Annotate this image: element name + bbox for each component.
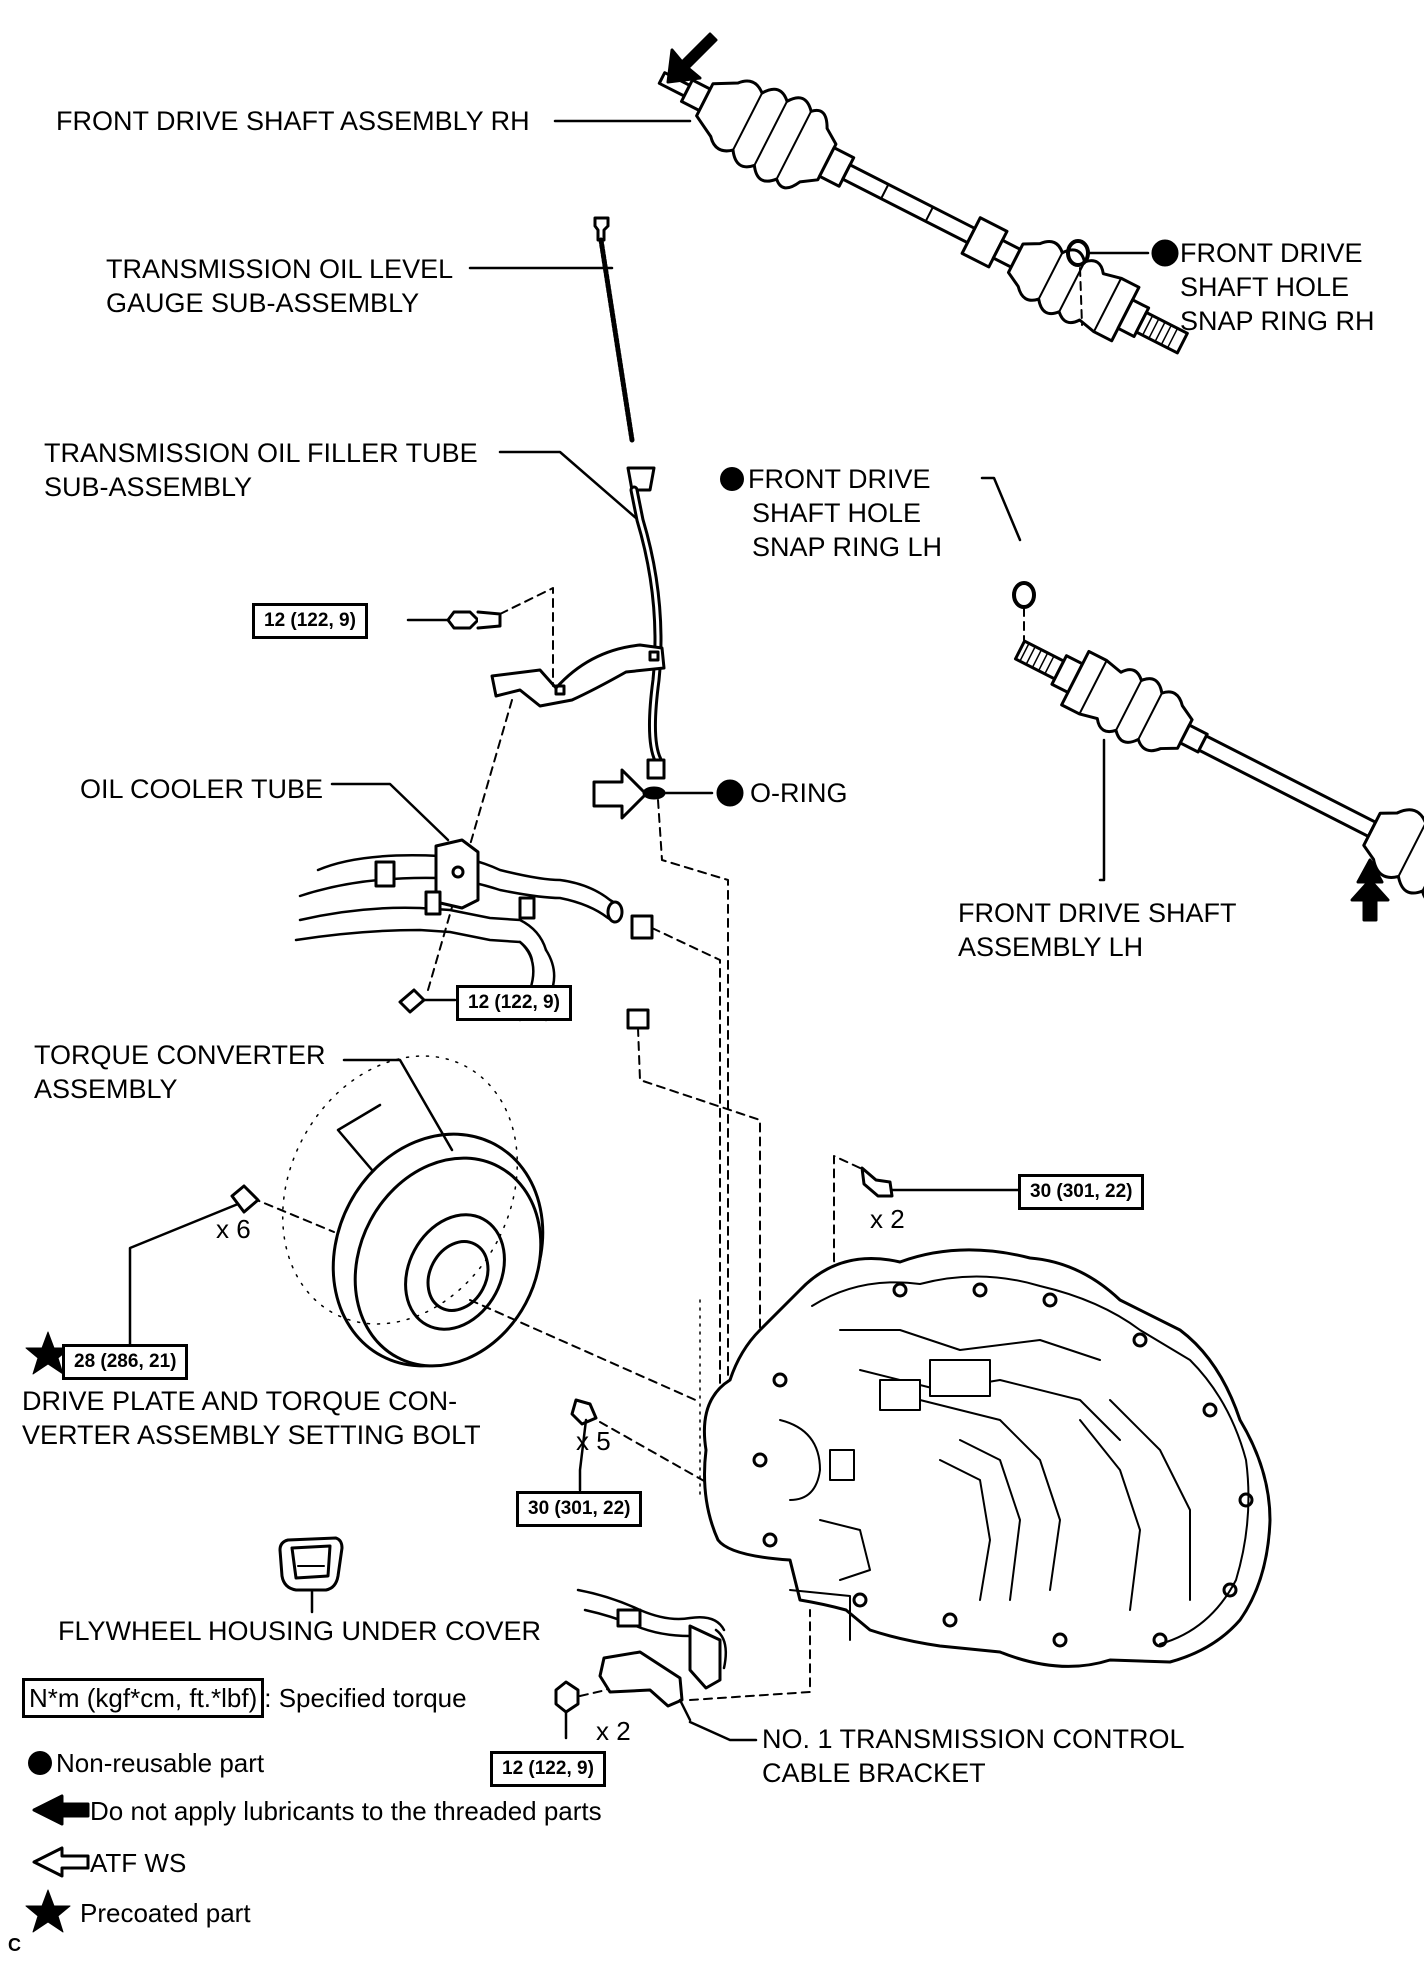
label-line: TRANSMISSION OIL FILLER TUBE: [44, 438, 478, 468]
multiplier-trans-bolt-side: x 5: [576, 1426, 611, 1456]
torque-bracket-bolt: 12 (122, 9): [490, 1751, 606, 1787]
legend-symbols: [25, 1794, 90, 1933]
label-line: FRONT DRIVE: [720, 462, 942, 496]
label-line: ASSEMBLY: [34, 1074, 178, 1104]
drive-shaft-rh-drawing: [553, 32, 1189, 355]
label-line: SHAFT HOLE: [1180, 272, 1350, 302]
label-snap-ring-lh: FRONT DRIVE SHAFT HOLE SNAP RING LH: [720, 462, 942, 564]
non-reusable-dot-icon: [28, 1751, 52, 1775]
drive-shaft-lh-drawing: [980, 476, 1424, 922]
label-line: NO. 1 TRANSMISSION CONTROL: [762, 1724, 1185, 1754]
legend-torque: N*m (kgf*cm, ft.*lbf): Specified torque: [22, 1678, 467, 1718]
torque-filler-tube-bolt: 12 (122, 9): [252, 603, 368, 639]
corner-code: C: [8, 1935, 21, 1955]
label-line: VERTER ASSEMBLY SETTING BOLT: [22, 1420, 481, 1450]
label-torque-converter: TORQUE CONVERTER ASSEMBLY: [34, 1038, 326, 1106]
oil-level-gauge-drawing: [468, 216, 635, 443]
control-cable-bracket-drawing: [576, 1588, 811, 1742]
label-line: SNAP RING LH: [752, 532, 943, 562]
label-oil-filler-tube: TRANSMISSION OIL FILLER TUBE SUB-ASSEMBL…: [44, 436, 478, 504]
legend-torque-text: : Specified torque: [264, 1683, 467, 1713]
label-control-cable-bracket: NO. 1 TRANSMISSION CONTROL CABLE BRACKET: [762, 1722, 1185, 1790]
label-line: FRONT DRIVE: [1180, 238, 1363, 268]
label-drive-shaft-rh: FRONT DRIVE SHAFT ASSEMBLY RH: [56, 106, 530, 136]
label-setting-bolt: DRIVE PLATE AND TORQUE CON- VERTER ASSEM…: [22, 1384, 481, 1452]
legend-non-reusable: Non-reusable part: [28, 1746, 264, 1780]
label-flywheel-cover: FLYWHEEL HOUSING UNDER COVER: [58, 1616, 542, 1646]
multiplier-setting-bolt: x 6: [216, 1214, 251, 1244]
legend-no-lubricant: Do not apply lubricants to the threaded …: [90, 1796, 602, 1826]
flywheel-cover-drawing: [278, 1536, 344, 1614]
oil-cooler-tube-drawing: [294, 782, 771, 1461]
label-line: ASSEMBLY LH: [958, 932, 1144, 962]
torque-setting-bolt: 28 (286, 21): [62, 1344, 189, 1380]
legend-atf: ATF WS: [90, 1848, 187, 1878]
label-line: GAUGE SUB-ASSEMBLY: [106, 288, 420, 318]
legend-non-reusable-text: Non-reusable part: [56, 1748, 265, 1778]
label-line: TORQUE CONVERTER: [34, 1040, 326, 1070]
legend-torque-box: N*m (kgf*cm, ft.*lbf): [22, 1678, 265, 1718]
label-line: SHAFT HOLE: [752, 498, 922, 528]
label-oil-cooler-tube: OIL COOLER TUBE: [80, 774, 324, 804]
torque-trans-bolt-upper: 30 (301, 22): [1018, 1174, 1145, 1210]
label-drive-shaft-lh: FRONT DRIVE SHAFT ASSEMBLY LH: [958, 896, 1237, 964]
label-line: CABLE BRACKET: [762, 1758, 986, 1788]
label-snap-ring-rh: FRONT DRIVE SHAFT HOLE SNAP RING RH: [1180, 236, 1375, 338]
label-text: FRONT DRIVE: [748, 464, 931, 494]
legend-precoated: Precoated part: [80, 1898, 251, 1928]
label-line: FRONT DRIVE SHAFT: [958, 898, 1237, 928]
label-o-ring: O-RING: [750, 778, 848, 808]
label-line: SUB-ASSEMBLY: [44, 472, 253, 502]
torque-converter-drawing: [25, 1055, 701, 1403]
transaxle-housing-drawing: [699, 1248, 1272, 1668]
o-ring-drawing: [592, 768, 744, 1471]
label-line: SNAP RING RH: [1180, 306, 1375, 336]
torque-trans-bolt-side: 30 (301, 22): [516, 1491, 643, 1527]
non-reusable-dot-icon: [720, 467, 744, 491]
label-oil-level-gauge: TRANSMISSION OIL LEVEL GAUGE SUB-ASSEMBL…: [106, 252, 453, 320]
label-line: TRANSMISSION OIL LEVEL: [106, 254, 454, 284]
multiplier-bracket-bolt: x 2: [596, 1716, 631, 1746]
label-line: DRIVE PLATE AND TORQUE CON-: [22, 1386, 458, 1416]
torque-cooler-tube-bolt: 12 (122, 9): [456, 985, 572, 1021]
filler-tube-bracket-drawing: [406, 587, 666, 991]
multiplier-trans-bolt-upper: x 2: [870, 1204, 905, 1234]
oil-filler-tube-drawing: [498, 450, 666, 780]
